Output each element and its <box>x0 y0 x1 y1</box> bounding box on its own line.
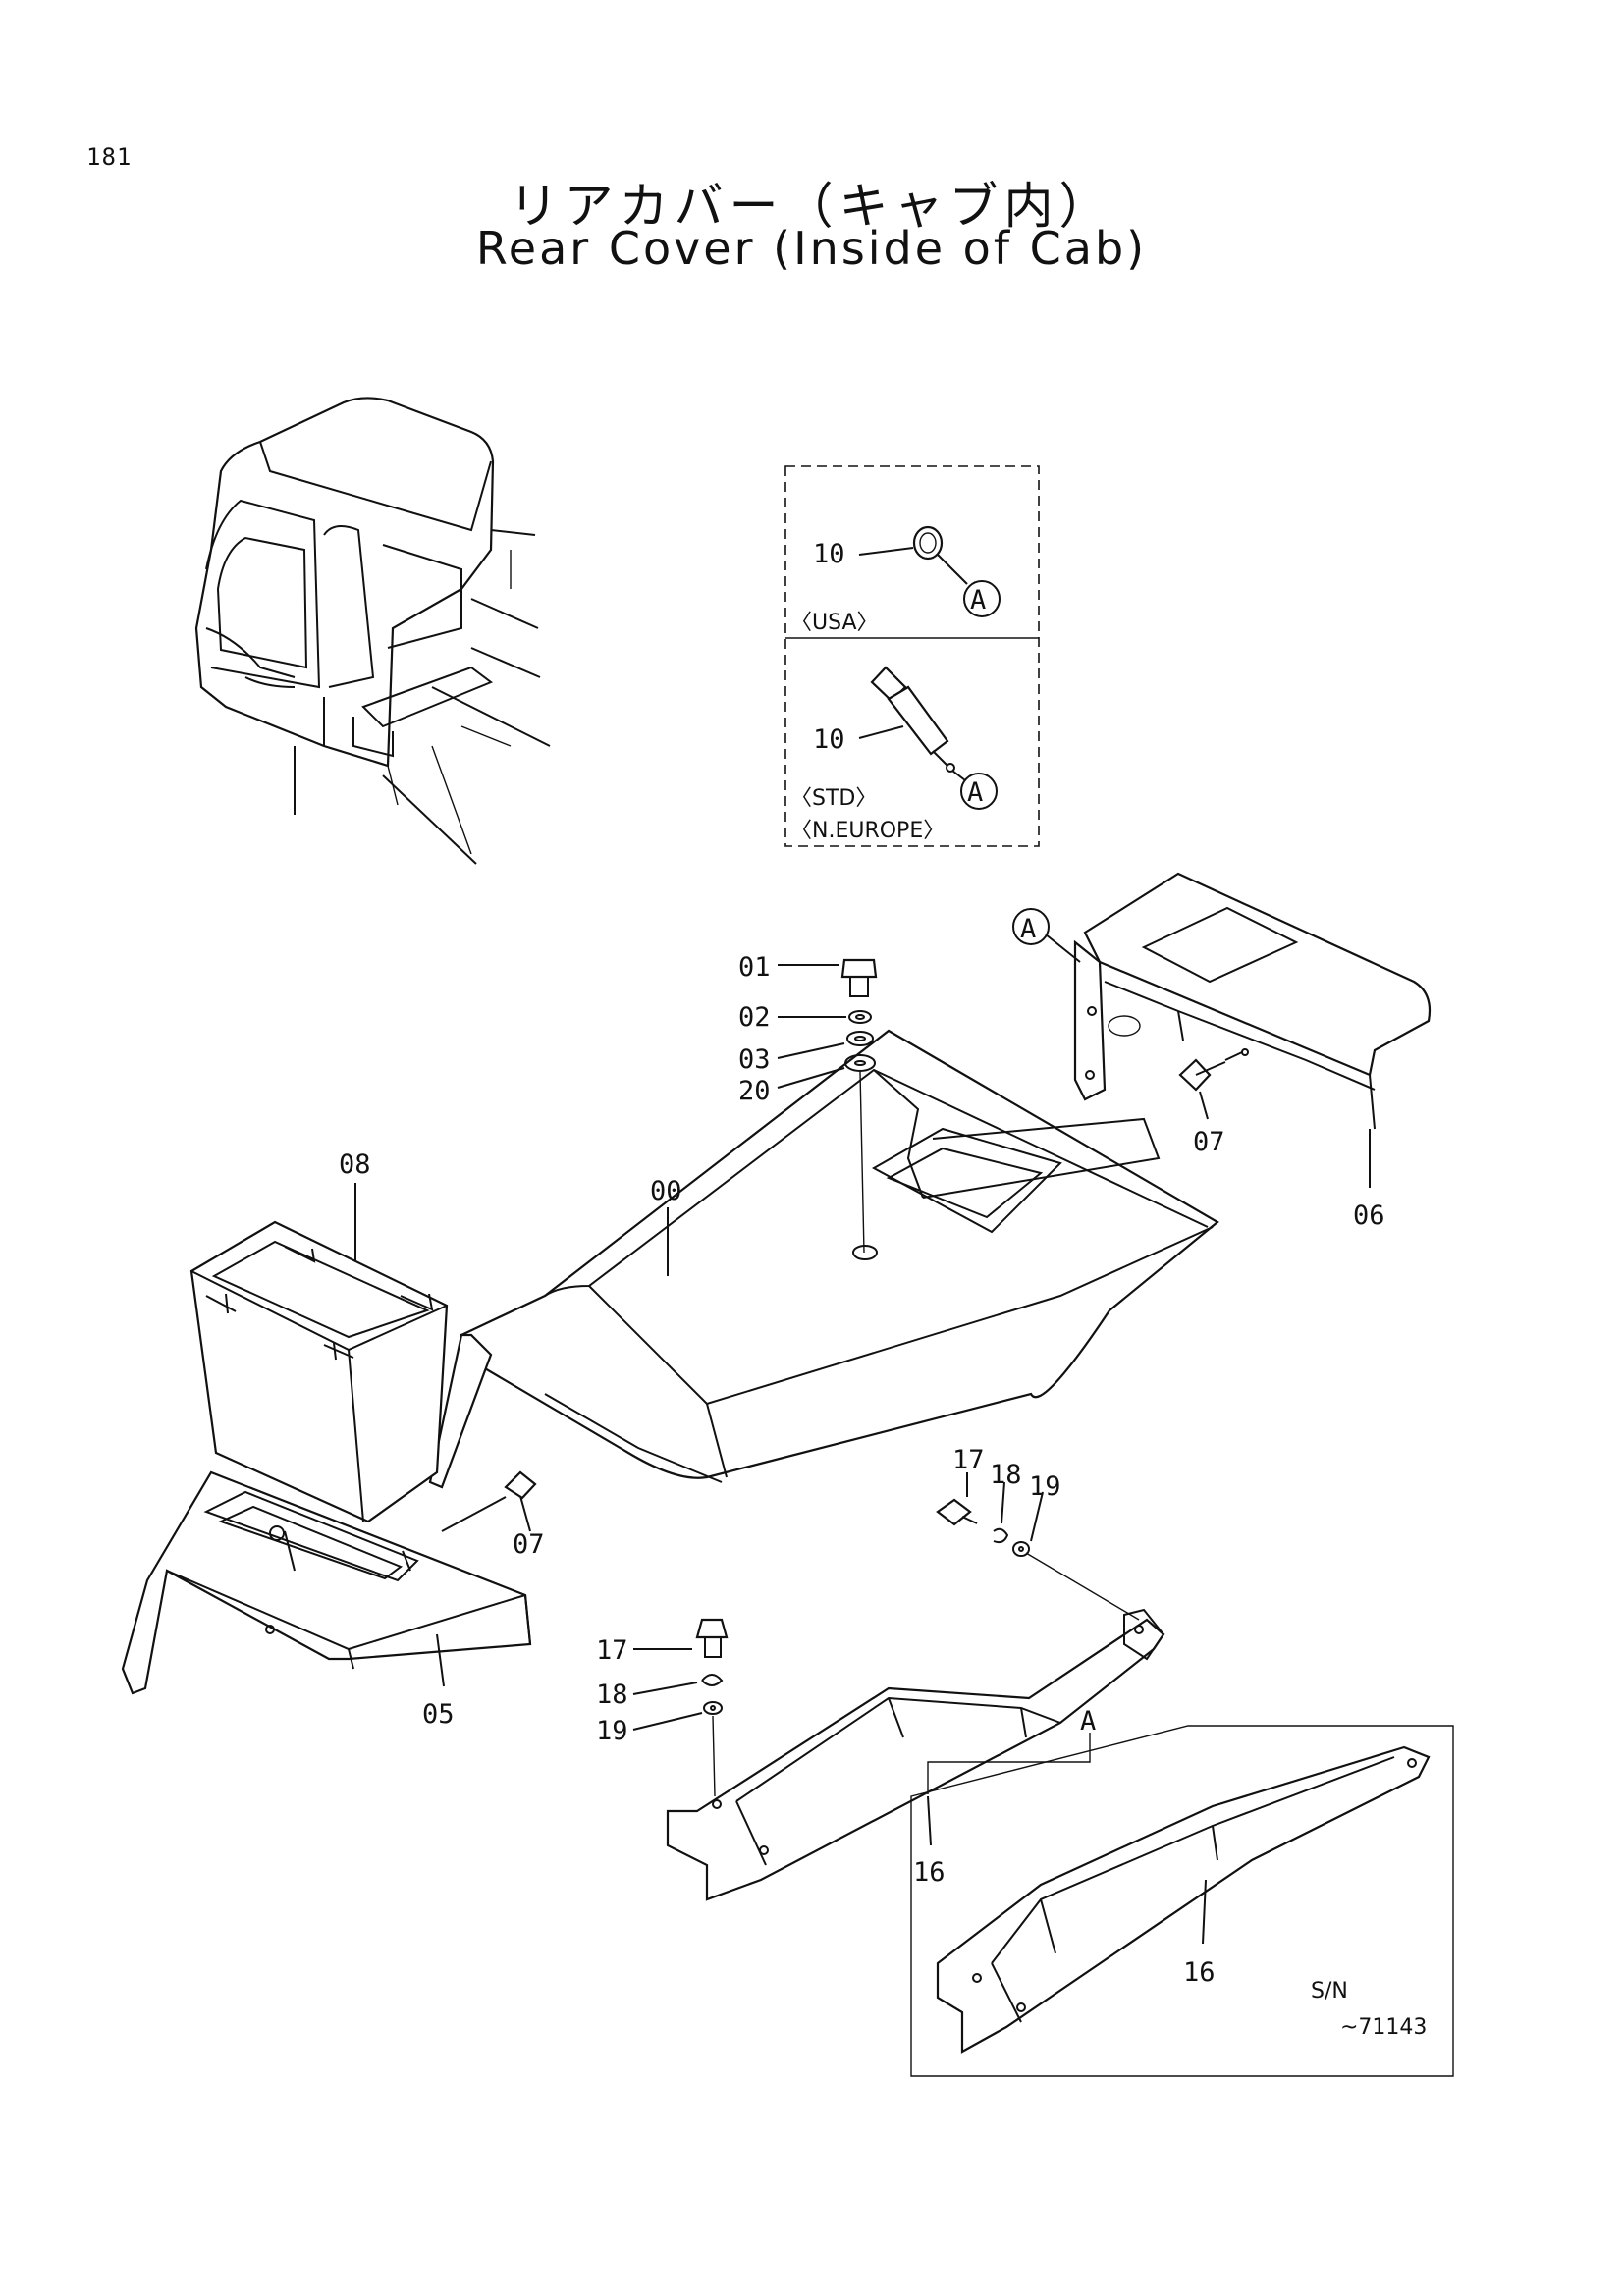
inset-callout-10-usa: 10 <box>813 539 845 569</box>
page-number: 181 <box>86 143 133 171</box>
hardware-17-18-19-lower <box>632 1618 729 1797</box>
variant-inset-box <box>784 465 1040 847</box>
callout-06: 06 <box>1353 1201 1385 1231</box>
callout-16-main: 16 <box>913 1857 946 1888</box>
serial-number-label: S/N <box>1311 1979 1348 2003</box>
callout-19-upper: 19 <box>1029 1471 1061 1502</box>
callout-19-lower: 19 <box>596 1716 628 1746</box>
callout-07-left: 07 <box>513 1529 545 1560</box>
callout-17-upper: 17 <box>952 1445 985 1475</box>
part-00-console-tray <box>428 1029 1219 1489</box>
callout-05: 05 <box>422 1699 455 1730</box>
bolt-07-left <box>441 1470 537 1532</box>
inset-ref-a-usa: A <box>970 585 986 615</box>
callout-a-top: A <box>1020 914 1036 944</box>
page-title-japanese: リアカバー（キャブ内） <box>509 178 1114 235</box>
cab-overview-drawing <box>194 397 551 865</box>
part-08-storage-box <box>189 1220 449 1523</box>
serial-number-range: ~71143 <box>1340 2015 1427 2040</box>
inset-region-n-europe: 〈N.EUROPE〉 <box>790 819 945 843</box>
part-06-rear-cover-right <box>1073 872 1432 1130</box>
callout-03: 03 <box>738 1044 771 1075</box>
callout-a-lower: A <box>1080 1706 1096 1736</box>
callout-18-upper: 18 <box>990 1460 1022 1490</box>
hardware-17-18-19-upper <box>936 1472 1140 1621</box>
serial-variant-box <box>910 1725 1454 2077</box>
callout-08: 08 <box>339 1149 371 1180</box>
callout-07-right: 07 <box>1193 1127 1225 1157</box>
part-05-rear-cover-left <box>121 1470 532 1695</box>
inset-region-usa: 〈USA〉 <box>790 611 879 635</box>
callout-01: 01 <box>738 952 771 983</box>
bolt-07-right <box>1178 1048 1249 1120</box>
callout-18-lower: 18 <box>596 1680 628 1710</box>
callout-16-variant: 16 <box>1183 1957 1216 1988</box>
page-title-english: Rear Cover (Inside of Cab) <box>475 222 1148 275</box>
callout-17-lower: 17 <box>596 1635 628 1666</box>
part-16-bracket-main <box>666 1608 1165 1901</box>
callout-02: 02 <box>738 1002 771 1033</box>
inset-region-std: 〈STD〉 <box>790 786 877 811</box>
inset-ref-a-std: A <box>967 777 983 808</box>
callout-20: 20 <box>738 1076 771 1106</box>
hardware-stack-01-02-03-20 <box>777 958 878 1254</box>
inset-callout-10-std: 10 <box>813 724 845 755</box>
callout-00: 00 <box>650 1176 682 1206</box>
